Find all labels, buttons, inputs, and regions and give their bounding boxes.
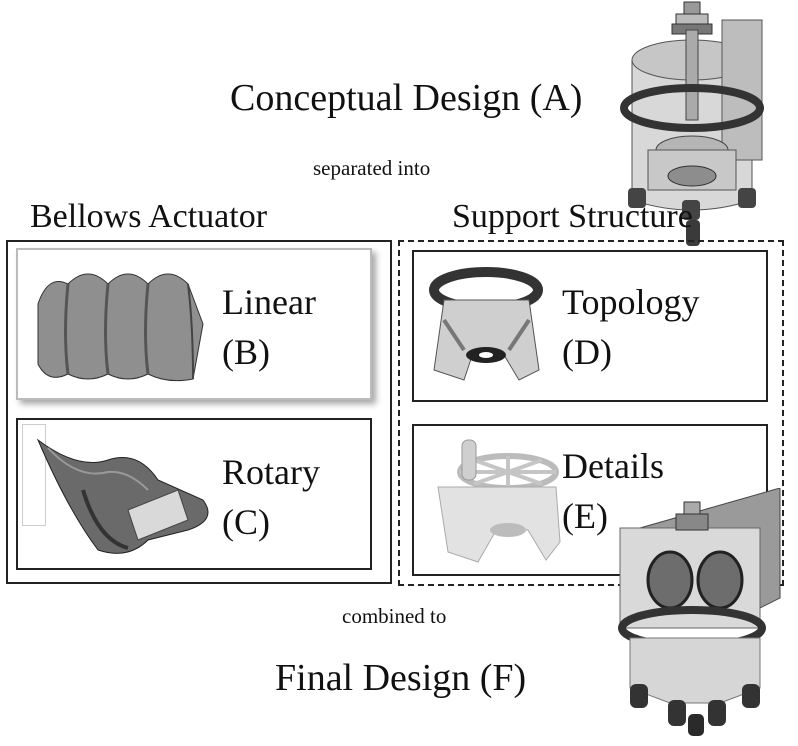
topology-panel: Topology (D)	[412, 250, 768, 402]
linear-label: Linear	[222, 282, 316, 322]
final-design-title: Final Design (F)	[275, 657, 527, 699]
support-structure-group	[398, 240, 784, 586]
separated-into-label: separated into	[313, 156, 431, 180]
final-design-render	[610, 488, 790, 738]
linear-letter: (B)	[222, 332, 270, 372]
rotary-panel: Rotary (C)	[16, 418, 372, 570]
linear-panel: Linear (B)	[16, 248, 372, 400]
bellows-actuator-group	[6, 240, 392, 584]
combined-to-label: combined to	[342, 604, 447, 628]
conceptual-design-title: Conceptual Design (A)	[230, 77, 583, 119]
support-structure-title: Support Structure	[452, 198, 693, 235]
linear-bellows-image	[37, 273, 204, 382]
topology-label: Topology	[562, 282, 700, 322]
rotary-bellows-image	[36, 438, 209, 554]
topology-structure-image	[429, 267, 543, 381]
rotary-letter: (C)	[222, 502, 270, 542]
details-letter: (E)	[562, 496, 608, 536]
rotary-label: Rotary	[222, 452, 320, 492]
details-structure-image	[437, 439, 561, 563]
details-label: Details	[562, 446, 664, 486]
rotary-legend-box	[22, 424, 46, 526]
topology-letter: (D)	[562, 332, 612, 372]
conceptual-design-render	[612, 0, 772, 252]
bellows-actuator-title: Bellows Actuator	[30, 198, 268, 235]
